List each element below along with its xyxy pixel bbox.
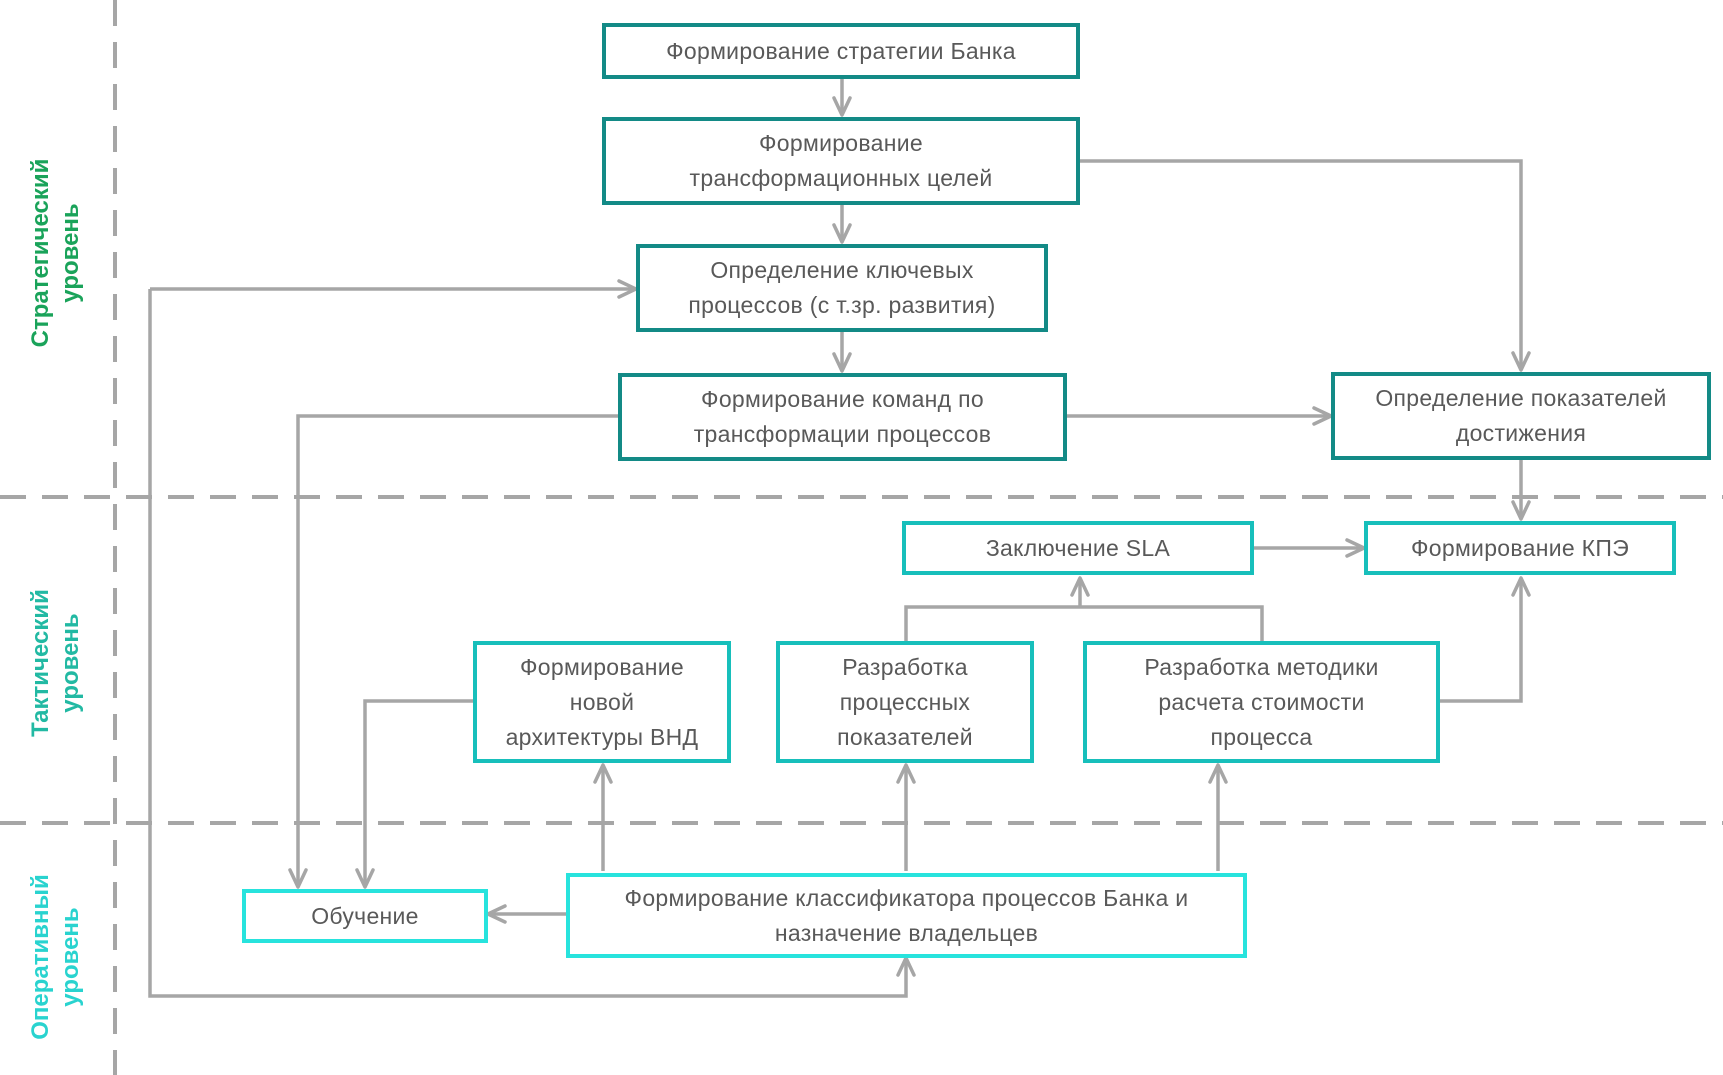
arrow-goals-to-indicators xyxy=(1080,159,1531,372)
node-achievement-indicators-line-2: достижения xyxy=(1455,420,1587,446)
strategic-level-label: Стратегический уровень xyxy=(26,153,86,353)
arrows xyxy=(148,77,1531,998)
node-kpe: Формирование КПЭ xyxy=(1364,521,1676,575)
operative-level-label: Оперативный уровень xyxy=(26,857,86,1057)
node-transformation-teams: Формирование команд по трансформации про… xyxy=(618,373,1067,461)
node-transformation-teams-line-1: Формирование команд по xyxy=(701,386,984,412)
node-transformation-goals: Формирование трансформационных целей xyxy=(602,117,1080,205)
node-vnd-architecture-line-1: Формирование xyxy=(519,653,684,680)
node-bank-strategy-line-1: Формирование стратегии Банка xyxy=(666,37,1016,64)
arrow-cost-to-kpe xyxy=(1440,576,1531,703)
node-process-classifier: Формирование классификатора процессов Ба… xyxy=(566,873,1247,958)
arrow-process-indicators-to-sla xyxy=(904,578,1264,641)
node-key-processes-line-1: Определение ключевых xyxy=(710,257,974,283)
node-achievement-indicators: Определение показателей достижения xyxy=(1331,372,1711,460)
node-cost-methodology: Разработка методики расчета стоимости пр… xyxy=(1083,641,1440,763)
node-cost-methodology-line-3: процесса xyxy=(1210,723,1313,750)
node-achievement-indicators-line-1: Определение показателей xyxy=(1375,385,1667,411)
tactical-level-line-1: Тактический xyxy=(27,589,54,737)
node-process-classifier-line-1: Формирование классификатора процессов Ба… xyxy=(624,884,1189,911)
arrow-vnd-to-training xyxy=(355,699,473,889)
tactical-level-line-2: уровень xyxy=(57,613,84,713)
arrow-teams-to-training xyxy=(288,414,618,889)
node-training: Обучение xyxy=(242,889,488,943)
tactical-level-label: Тактический уровень xyxy=(26,563,86,763)
node-transformation-goals-line-1: Формирование xyxy=(758,130,923,156)
node-cost-methodology-line-1: Разработка методики xyxy=(1144,653,1379,680)
node-sla-line-1: Заключение SLA xyxy=(985,534,1171,561)
node-sla: Заключение SLA xyxy=(902,521,1254,575)
strategic-level-line-2: уровень xyxy=(57,203,84,303)
node-key-processes: Определение ключевых процессов (с т.зр. … xyxy=(636,244,1048,332)
operative-level-line-2: уровень xyxy=(57,907,84,1007)
node-transformation-goals-line-2: трансформационных целей xyxy=(689,165,993,191)
node-vnd-architecture-line-3: архитектуры ВНД xyxy=(505,723,699,750)
node-process-indicators: Разработка процессных показателей xyxy=(776,641,1034,763)
node-vnd-architecture: Формирование новой архитектуры ВНД xyxy=(473,641,731,763)
node-process-indicators-line-2: процессных xyxy=(839,688,971,715)
node-process-classifier-line-2: назначение владельцев xyxy=(774,919,1039,946)
arrow-loop-to-classifier xyxy=(148,289,916,998)
node-process-indicators-line-3: показателей xyxy=(837,723,973,750)
strategic-level-line-1: Стратегический xyxy=(27,158,54,348)
node-process-indicators-line-1: Разработка xyxy=(842,653,968,680)
operative-level-line-1: Оперативный xyxy=(27,874,54,1040)
node-training-line-1: Обучение xyxy=(311,902,419,929)
node-transformation-teams-line-2: трансформации процессов xyxy=(693,421,992,447)
node-vnd-architecture-line-2: новой xyxy=(569,688,635,715)
node-cost-methodology-line-2: расчета стоимости xyxy=(1158,688,1365,715)
node-kpe-line-1: Формирование КПЭ xyxy=(1410,534,1630,561)
node-key-processes-line-2: процессов (с т.зр. развития) xyxy=(688,292,996,318)
node-bank-strategy: Формирование стратегии Банка xyxy=(602,23,1080,79)
